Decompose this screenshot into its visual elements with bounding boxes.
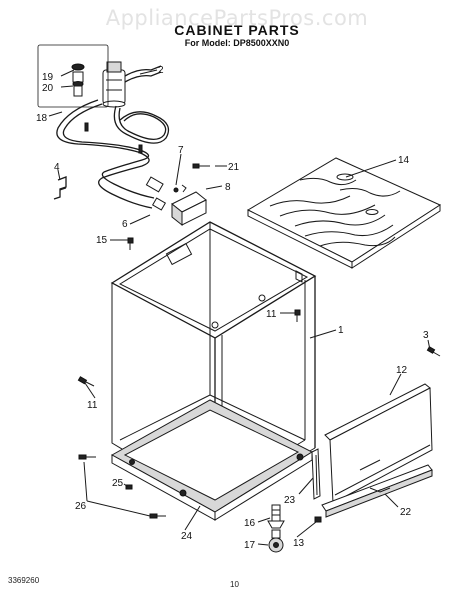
callout-8: 8 (225, 182, 231, 193)
part-14-wood-top (246, 157, 442, 269)
callout-12: 12 (396, 365, 408, 376)
callout-18: 18 (36, 113, 48, 124)
base-frame (110, 399, 314, 521)
callout-4: 4 (54, 162, 60, 173)
watermark: AppliancePartsPros.com (105, 6, 369, 30)
part-23-side-strip (311, 448, 321, 500)
parts-19-20-fittings (37, 44, 109, 108)
part-8-bracket (171, 184, 207, 227)
part-18-hose-assembly (56, 61, 170, 211)
document-number: 3369260 (8, 576, 40, 585)
callout-19: 19 (42, 72, 54, 83)
callout-16: 16 (244, 518, 256, 529)
part-4-clip (53, 176, 67, 200)
callout-24: 24 (181, 531, 193, 542)
callout-labels: 2 19 20 18 4 7 21 8 6 15 14 11 1 3 12 11… (36, 65, 429, 551)
callout-2: 2 (158, 65, 164, 76)
callout-20: 20 (42, 83, 54, 94)
callout-23: 23 (284, 495, 296, 506)
part-22-lower-strip (321, 464, 433, 518)
leader-lines (48, 69, 431, 546)
page-number: 10 (230, 580, 239, 589)
callout-13: 13 (293, 538, 305, 549)
callout-7: 7 (178, 145, 184, 156)
callout-21: 21 (228, 162, 240, 173)
callout-22: 22 (400, 507, 412, 518)
parts-16-17-leg-caster (267, 504, 285, 553)
callout-11-right: 11 (266, 309, 277, 320)
page-title: CABINET PARTS (174, 22, 300, 38)
callout-3: 3 (423, 330, 429, 341)
callout-25: 25 (112, 478, 124, 489)
callout-11-left: 11 (87, 400, 98, 411)
callout-6: 6 (122, 219, 128, 230)
callout-17: 17 (244, 540, 256, 551)
part-12-kick-panel (324, 383, 433, 504)
callout-1: 1 (338, 325, 344, 336)
callout-14: 14 (398, 155, 410, 166)
callout-15: 15 (96, 235, 108, 246)
model-subtitle: For Model: DP8500XXN0 (184, 38, 290, 48)
callout-26: 26 (75, 501, 87, 512)
